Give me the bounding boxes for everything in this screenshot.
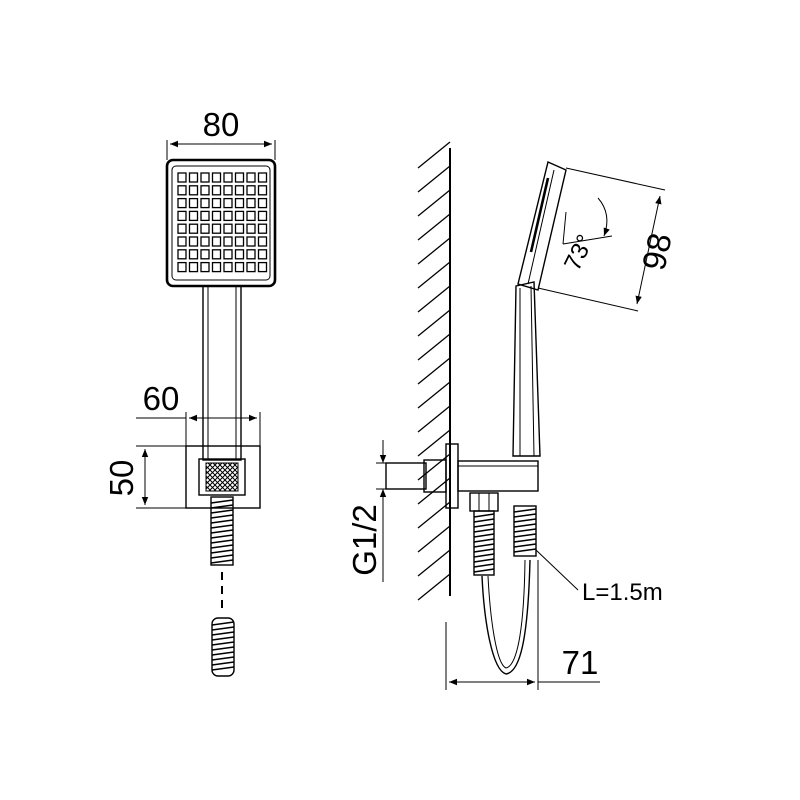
nozzle — [246, 249, 256, 260]
nozzle — [257, 210, 268, 222]
nozzle — [257, 197, 268, 209]
nozzle — [246, 185, 256, 196]
nozzle — [257, 261, 268, 273]
label-holder-width: 60 — [143, 380, 180, 417]
dimension-thread: G1/2 — [346, 440, 387, 582]
shower-head-side — [517, 161, 567, 291]
nozzle — [234, 197, 245, 209]
nozzle — [246, 261, 256, 273]
nozzle — [234, 236, 245, 247]
nozzle — [188, 261, 199, 273]
nozzle — [200, 210, 210, 222]
nozzle — [177, 197, 187, 209]
nozzle — [257, 236, 268, 247]
nozzle — [211, 249, 222, 260]
wall-bracket-side — [385, 443, 539, 509]
label-holder-height: 50 — [103, 460, 140, 497]
nozzle — [188, 197, 199, 209]
dimension-80: 80 — [166, 106, 276, 160]
hose-front-bottom — [211, 617, 235, 677]
hose-holder-side — [513, 505, 537, 557]
side-view: 73° 98 G1/2 L=1.5m 71 — [346, 141, 679, 690]
nozzle — [200, 223, 210, 234]
nozzle — [177, 223, 187, 234]
nozzle — [223, 185, 233, 196]
nozzle — [223, 210, 233, 222]
nozzle — [200, 249, 210, 260]
wall-holder-front — [185, 445, 261, 509]
label-head-width: 80 — [203, 106, 240, 143]
nozzle — [246, 172, 256, 183]
nozzle — [246, 210, 256, 222]
nozzle — [211, 210, 222, 222]
nozzle — [211, 261, 222, 273]
dimension-71: 71 — [445, 560, 600, 690]
wall-section — [417, 141, 451, 601]
nozzle — [177, 261, 187, 273]
nozzle — [246, 223, 256, 234]
nozzle — [188, 249, 199, 260]
label-projection: 71 — [562, 644, 599, 681]
nozzle — [200, 261, 210, 273]
label-angle: 73° — [559, 230, 599, 274]
nozzle — [257, 172, 268, 183]
nozzle — [177, 185, 187, 196]
nozzle — [188, 236, 199, 247]
nozzle — [234, 172, 245, 183]
label-head-length: 98 — [635, 230, 679, 274]
nozzle — [223, 249, 233, 260]
front-view: 80 60 50 — [103, 106, 277, 677]
nozzle — [177, 210, 187, 222]
nozzle — [257, 223, 268, 234]
nozzle — [223, 172, 233, 183]
nozzle — [200, 197, 210, 209]
nozzle — [211, 172, 222, 183]
handle-side — [512, 281, 541, 457]
dimension-50: 50 — [103, 445, 186, 509]
label-thread: G1/2 — [346, 504, 383, 576]
hose-loop — [481, 559, 531, 675]
nozzle — [188, 210, 199, 222]
nozzle — [188, 185, 199, 196]
handle-front — [202, 285, 242, 461]
shower-head-front — [165, 158, 277, 288]
nozzle — [188, 223, 199, 234]
nozzle — [257, 185, 268, 196]
nozzle — [223, 197, 233, 209]
nozzle — [200, 172, 210, 183]
nozzle — [223, 236, 233, 247]
nozzle-grid — [177, 172, 268, 273]
nozzle — [200, 236, 210, 247]
nozzle — [177, 172, 187, 183]
nozzle — [177, 249, 187, 260]
nozzle — [234, 223, 245, 234]
angle-annotation: 73° — [559, 197, 613, 275]
nozzle — [223, 223, 233, 234]
nozzle — [234, 261, 245, 273]
nozzle — [211, 236, 222, 247]
nozzle — [211, 197, 222, 209]
hose-front-top — [210, 496, 234, 566]
nozzle — [211, 185, 222, 196]
nozzle — [257, 249, 268, 260]
hose-nut-side — [469, 492, 499, 576]
nozzle — [223, 261, 233, 273]
nozzle — [234, 210, 245, 222]
nozzle — [200, 185, 210, 196]
dimension-98: 98 — [537, 167, 679, 312]
nozzle — [211, 223, 222, 234]
nozzle — [246, 236, 256, 247]
nozzle — [234, 249, 245, 260]
dimension-60: 60 — [136, 380, 261, 446]
nozzle — [246, 197, 256, 209]
nozzle — [234, 185, 245, 196]
nozzle — [188, 172, 199, 183]
nozzle — [177, 236, 187, 247]
label-hose-length: L=1.5m — [582, 579, 663, 606]
hose-length-annotation: L=1.5m — [535, 549, 663, 606]
